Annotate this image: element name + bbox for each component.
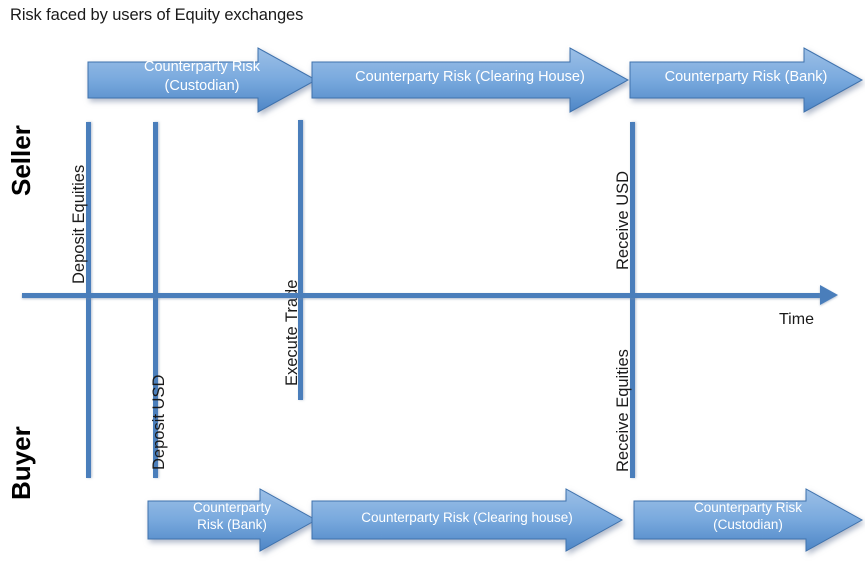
time-axis-caption: Time — [779, 311, 814, 328]
seller-risk-arrow-custodian[interactable]: Counterparty Risk (Custodian) — [87, 46, 318, 114]
role-label-seller: Seller — [6, 125, 36, 196]
event-line-deposit-equities — [86, 122, 91, 478]
time-axis-arrowhead-icon — [820, 285, 838, 305]
event-label-receive-equities: Receive Equities — [614, 349, 632, 472]
seller-risk-arrow-bank[interactable]: Counterparty Risk (Bank) — [629, 46, 864, 114]
event-line-execute-trade — [298, 120, 303, 400]
event-label-deposit-usd: Deposit USD — [150, 374, 168, 470]
page-title: Risk faced by users of Equity exchanges — [10, 6, 304, 24]
event-line-receive — [630, 122, 635, 478]
buyer-risk-arrow-bank[interactable]: Counterparty Risk (Bank) — [147, 488, 318, 552]
role-label-buyer: Buyer — [6, 426, 36, 500]
event-label-receive-usd: Receive USD — [614, 170, 632, 270]
buyer-risk-arrow-custodian[interactable]: Counterparty Risk (Custodian) — [633, 488, 864, 552]
event-label-deposit-equities: Deposit Equities — [70, 164, 88, 284]
time-axis-line — [22, 293, 828, 298]
seller-risk-arrow-clearing-house[interactable]: Counterparty Risk (Clearing House) — [311, 46, 630, 114]
buyer-risk-arrow-clearing-house[interactable]: Counterparty Risk (Clearing house) — [311, 488, 624, 552]
event-line-deposit-usd — [153, 122, 158, 478]
